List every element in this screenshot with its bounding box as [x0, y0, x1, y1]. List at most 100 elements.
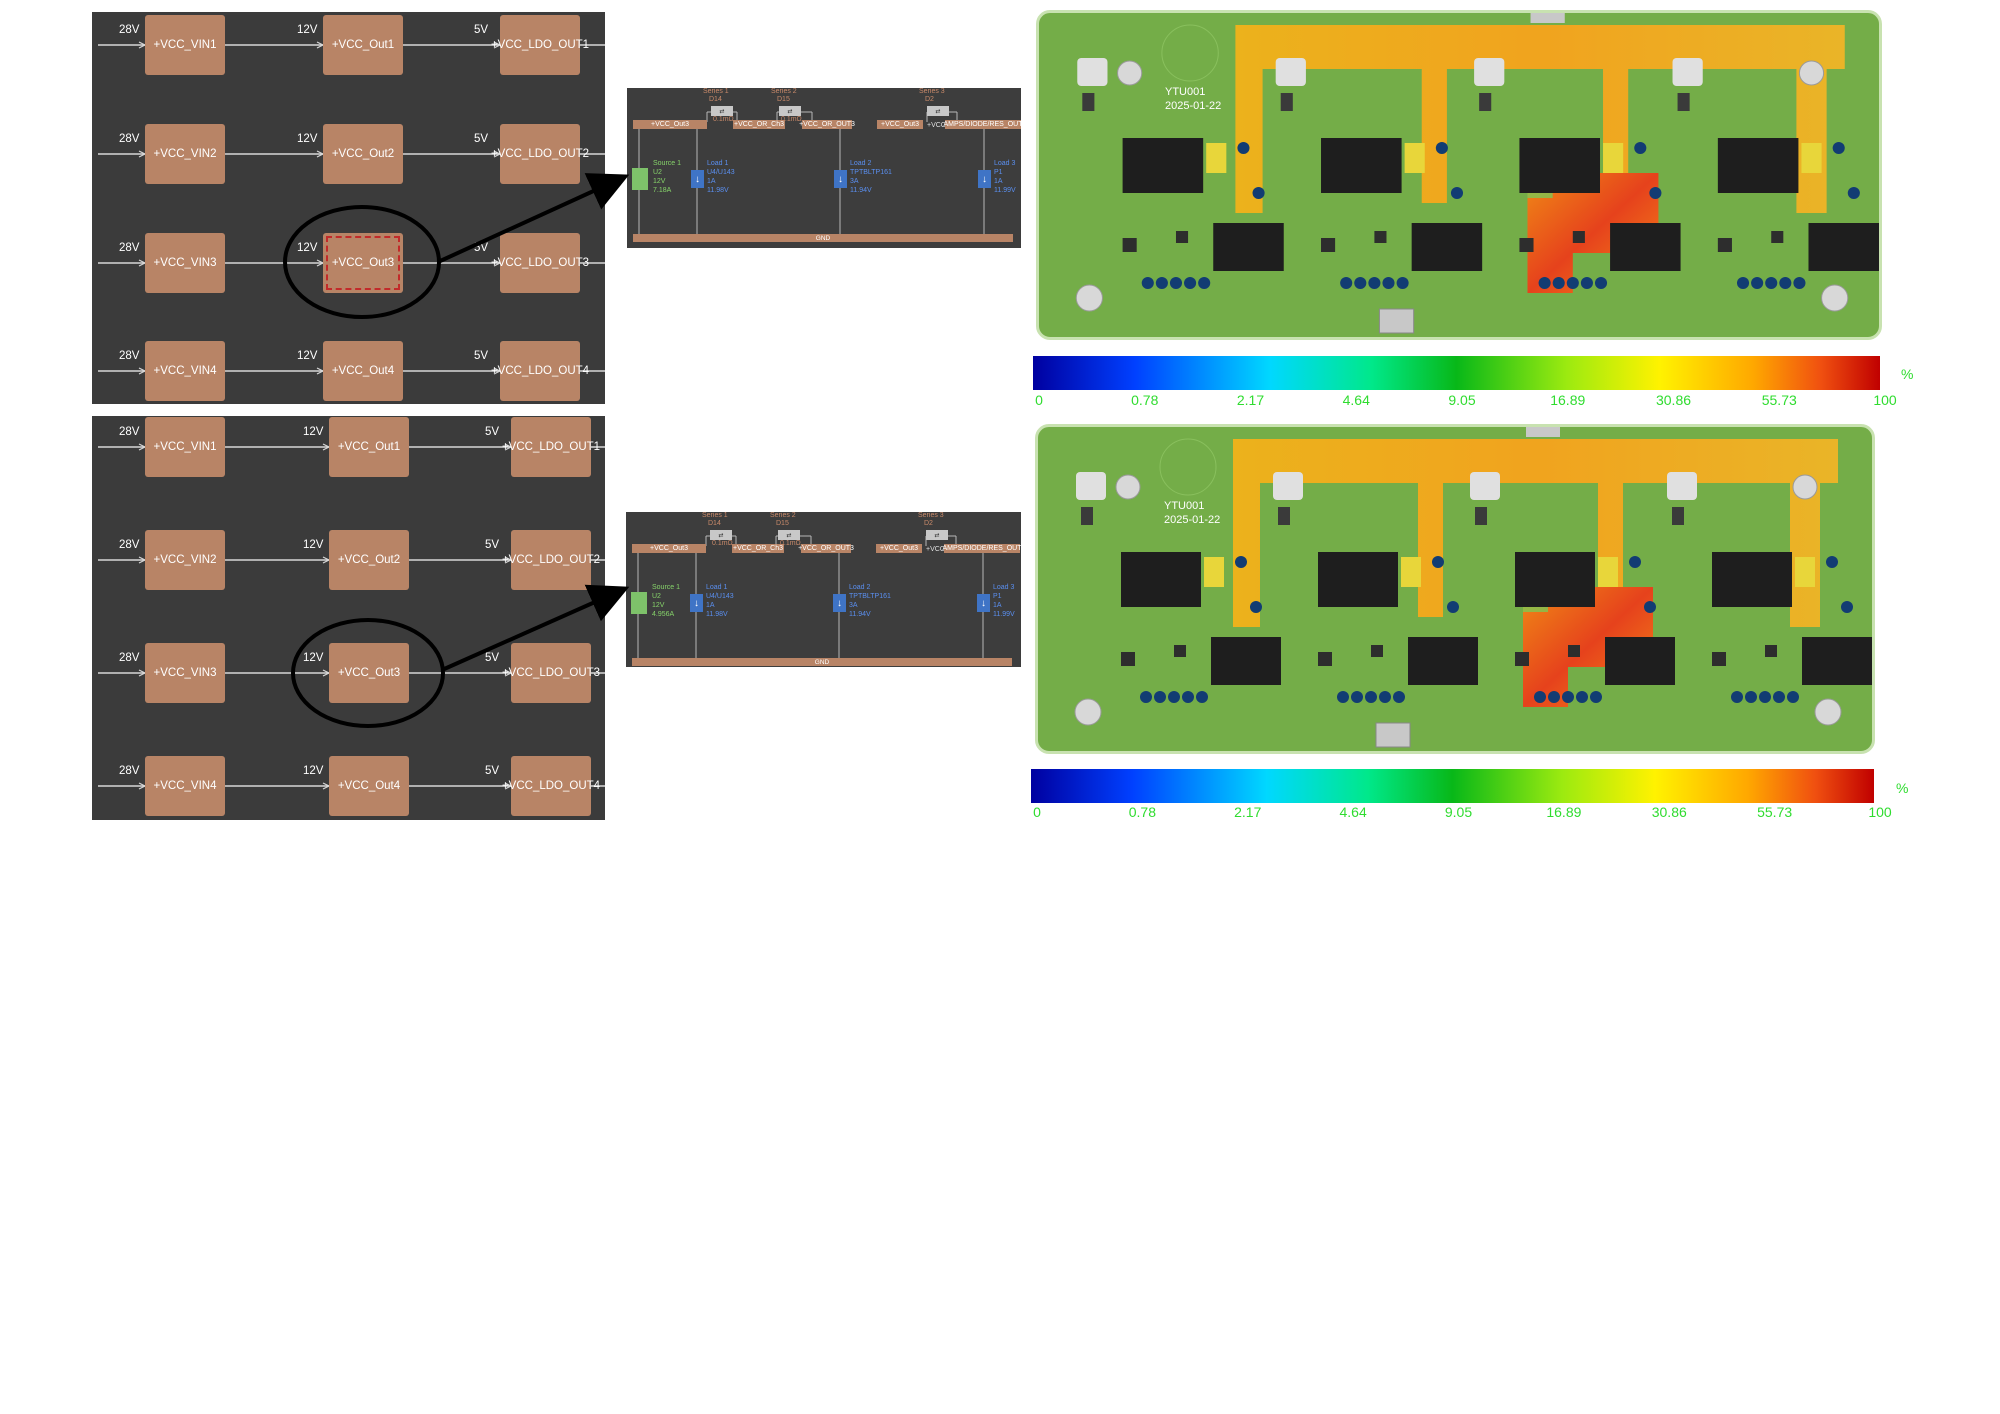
series-title: Series 3 — [919, 88, 945, 95]
load-icon[interactable]: ↓ — [834, 170, 847, 188]
ldo-voltage-label: 5V — [485, 426, 500, 438]
load-icon[interactable]: ↓ — [978, 170, 991, 188]
series-switch-icon[interactable]: ⇄ — [926, 530, 948, 540]
net-node-vcc-ldo-out3[interactable]: +VCC_LDO_OUT3 — [491, 233, 589, 293]
net-node-vcc-out2[interactable]: +VCC_Out2 — [329, 530, 409, 590]
net-bar-vcc-or-ch3[interactable]: +VCC_OR_Ch3 — [732, 544, 784, 553]
net-node-vcc-ldo-out2[interactable]: +VCC_LDO_OUT2 — [491, 124, 589, 184]
capacitor-icon — [1340, 277, 1353, 289]
load-title: Load 1 — [706, 584, 728, 591]
mosfet-icon — [1278, 507, 1290, 525]
mosfet-icon — [1672, 507, 1684, 525]
net-node-vcc-vin3[interactable]: +VCC_VIN3 — [145, 233, 225, 293]
heat-hotspot — [1523, 587, 1653, 707]
connector-icon — [1077, 58, 1108, 86]
fuse-icon — [1206, 143, 1227, 173]
load-ref: TPTBLTP161 — [849, 593, 891, 600]
scale-tick-label: 4.64 — [1339, 804, 1367, 820]
ldo-module-icon — [1802, 637, 1872, 685]
net-bar-vcc-or-ch3[interactable]: +VCC_OR_Ch3 — [733, 120, 785, 129]
capacitor-icon — [1184, 277, 1197, 289]
net-bar-vcc-out3-b[interactable]: +VCC_Out3 — [877, 120, 923, 129]
capacitor-icon — [1590, 691, 1602, 703]
series-title: Series 2 — [771, 88, 797, 95]
capacitor-icon — [1847, 187, 1860, 199]
net-node-vcc-ldo-out3[interactable]: +VCC_LDO_OUT3 — [502, 643, 600, 703]
load-voltage: 11.99V — [993, 611, 1015, 618]
ldo-voltage-label: 5V — [485, 652, 500, 664]
capacitor-icon — [1787, 691, 1799, 703]
capacitor-icon — [1155, 277, 1168, 289]
series-value: 0.1mΩ — [712, 540, 733, 547]
net-node-vcc-ldo-out4[interactable]: +VCC_LDO_OUT4 — [502, 756, 600, 816]
series-switch-icon[interactable]: ⇄ — [778, 530, 800, 540]
source-icon[interactable] — [632, 168, 648, 190]
net-node-vcc-out3[interactable]: +VCC_Out3 — [329, 643, 409, 703]
load-title: Load 1 — [707, 160, 729, 167]
net-label-vcc: +VCC_ — [926, 546, 949, 553]
scale-unit-label: % — [1901, 366, 1914, 382]
gnd-bar[interactable]: GND — [632, 658, 1012, 666]
capacitor-icon — [1745, 691, 1757, 703]
series-value: 0.1mΩ — [781, 116, 802, 123]
out-voltage-label: 12V — [303, 539, 324, 551]
net-node-vcc-vin1[interactable]: +VCC_VIN1 — [145, 15, 225, 75]
load-icon[interactable]: ↓ — [690, 594, 703, 612]
mounting-hole-icon — [1798, 60, 1825, 86]
capacitor-icon — [1773, 691, 1785, 703]
scale-tick-label: 9.05 — [1448, 392, 1476, 408]
vin-voltage-label: 28V — [119, 539, 140, 551]
gnd-bar[interactable]: GND — [633, 234, 1013, 242]
net-node-vcc-out4[interactable]: +VCC_Out4 — [329, 756, 409, 816]
series-title: Series 1 — [703, 88, 729, 95]
source-icon[interactable] — [631, 592, 647, 614]
net-bar-amps-diode-res-out[interactable]: AMPS/DIODE/RES_OUT — [942, 544, 1021, 553]
load-icon[interactable]: ↓ — [977, 594, 990, 612]
net-bar-vcc-out3[interactable]: +VCC_Out3 — [632, 544, 706, 553]
net-node-vcc-vin4[interactable]: +VCC_VIN4 — [145, 341, 225, 401]
net-bar-vcc-out3[interactable]: +VCC_Out3 — [633, 120, 707, 129]
ic-icon — [1121, 652, 1135, 666]
inductor-icon — [1717, 138, 1799, 193]
net-node-vcc-ldo-out2[interactable]: +VCC_LDO_OUT2 — [502, 530, 600, 590]
net-node-vcc-out1[interactable]: +VCC_Out1 — [329, 417, 409, 477]
net-node-vcc-ldo-out4[interactable]: +VCC_LDO_OUT4 — [491, 341, 589, 401]
capacitor-icon — [1751, 277, 1764, 289]
net-node-vcc-out1[interactable]: +VCC_Out1 — [323, 15, 403, 75]
callout-arrow-2 — [441, 584, 630, 672]
net-node-vcc-vin2[interactable]: +VCC_VIN2 — [145, 124, 225, 184]
capacitor-icon — [1548, 691, 1560, 703]
mounting-hole-icon — [1792, 474, 1818, 500]
net-bar-amps-diode-res-out[interactable]: AMPS/DIODE/RES_OUT — [943, 120, 1021, 129]
inductor-icon — [1121, 552, 1201, 607]
series-switch-icon[interactable]: ⇄ — [711, 106, 733, 116]
capacitor-icon — [1140, 691, 1152, 703]
ic-icon — [1717, 238, 1732, 252]
net-node-vcc-out4[interactable]: +VCC_Out4 — [323, 341, 403, 401]
logo-seal-icon — [1161, 24, 1219, 82]
net-node-vcc-out2[interactable]: +VCC_Out2 — [323, 124, 403, 184]
series-switch-icon[interactable]: ⇄ — [710, 530, 732, 540]
capacitor-icon — [1351, 691, 1363, 703]
series-switch-icon[interactable]: ⇄ — [927, 106, 949, 116]
net-bar-vcc-out3-b[interactable]: +VCC_Out3 — [876, 544, 922, 553]
net-node-vcc-out3[interactable]: +VCC_Out3 — [323, 233, 403, 293]
capacitor-icon — [1169, 277, 1183, 289]
source-voltage: 12V — [652, 602, 665, 609]
mosfet-icon — [1280, 93, 1293, 111]
net-node-vcc-ldo-out1[interactable]: +VCC_LDO_OUT1 — [491, 15, 589, 75]
net-bar-vcc-or-out3[interactable]: +VCC_OR_OUT3 — [798, 544, 854, 553]
series-ref: D14 — [708, 520, 721, 527]
heat-hotspot — [1527, 173, 1659, 293]
net-node-vcc-vin4[interactable]: +VCC_VIN4 — [145, 756, 225, 816]
net-bar-vcc-or-out3[interactable]: +VCC_OR_OUT3 — [799, 120, 855, 129]
series-switch-icon[interactable]: ⇄ — [779, 106, 801, 116]
load-icon[interactable]: ↓ — [833, 594, 846, 612]
net-node-vcc-vin1[interactable]: +VCC_VIN1 — [145, 417, 225, 477]
load-icon[interactable]: ↓ — [691, 170, 704, 188]
net-node-vcc-vin3[interactable]: +VCC_VIN3 — [145, 643, 225, 703]
net-node-vcc-vin2[interactable]: +VCC_VIN2 — [145, 530, 225, 590]
capacitor-icon — [1354, 277, 1367, 289]
net-node-vcc-ldo-out1[interactable]: +VCC_LDO_OUT1 — [502, 417, 600, 477]
